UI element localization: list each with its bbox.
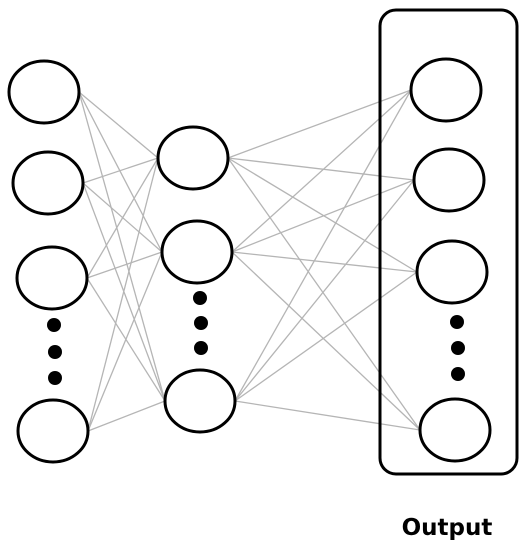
edge-hidden-0-to-output-2: [227, 157, 418, 273]
neurons: [7, 57, 492, 464]
output-label: Output: [402, 515, 493, 541]
edge-input-3-to-hidden-2: [87, 400, 166, 432]
edge-hidden-0-to-output-1: [227, 157, 415, 181]
edge-input-3-to-hidden-1: [87, 251, 163, 432]
edge-input-2-to-hidden-1: [86, 251, 163, 279]
output-neuron-4: [418, 397, 492, 463]
input-neuron-2: [11, 150, 85, 216]
edge-hidden-0-to-output-3: [227, 157, 421, 431]
input-ellipsis-dot-3: [48, 371, 62, 385]
edge-hidden-0-to-output-0: [227, 89, 412, 159]
input-neuron-1: [7, 59, 81, 125]
output-ellipsis-dot-2: [451, 341, 465, 355]
edge-input-3-to-hidden-0: [87, 157, 159, 432]
edge-input-2-to-hidden-0: [86, 157, 159, 279]
edge-hidden-1-to-output-2: [231, 251, 418, 273]
hidden-ellipsis-dot-2: [194, 316, 208, 330]
edge-hidden-2-to-output-3: [234, 400, 421, 431]
edge-input-1-to-hidden-0: [82, 157, 159, 184]
edge-hidden-2-to-output-1: [234, 179, 415, 402]
input-neuron-3: [15, 245, 89, 311]
hidden-neuron-3: [163, 368, 237, 434]
edge-hidden-2-to-output-2: [234, 271, 418, 402]
edge-hidden-1-to-output-3: [231, 251, 421, 431]
input-neuron-4: [16, 398, 90, 464]
ellipsis-dots: [47, 291, 465, 385]
output-layer-box: [378, 8, 519, 476]
hidden-neuron-2: [160, 219, 234, 285]
output-neuron-1: [409, 57, 483, 123]
output-neuron-3: [415, 239, 489, 305]
connection-edges: [78, 89, 421, 432]
edge-input-0-to-hidden-2: [78, 91, 166, 402]
hidden-ellipsis-dot-3: [194, 341, 208, 355]
edge-hidden-2-to-output-0: [234, 89, 412, 402]
edge-input-0-to-hidden-1: [78, 91, 163, 253]
input-ellipsis-dot-2: [48, 345, 62, 359]
output-neuron-2: [412, 147, 486, 213]
hidden-neuron-1: [156, 125, 230, 191]
output-ellipsis-dot-1: [450, 315, 464, 329]
edge-input-0-to-hidden-0: [78, 91, 159, 159]
input-ellipsis-dot-1: [47, 318, 61, 332]
hidden-ellipsis-dot-1: [193, 291, 207, 305]
edge-hidden-1-to-output-0: [231, 89, 412, 253]
edge-hidden-1-to-output-1: [231, 179, 415, 253]
output-ellipsis-dot-3: [451, 367, 465, 381]
